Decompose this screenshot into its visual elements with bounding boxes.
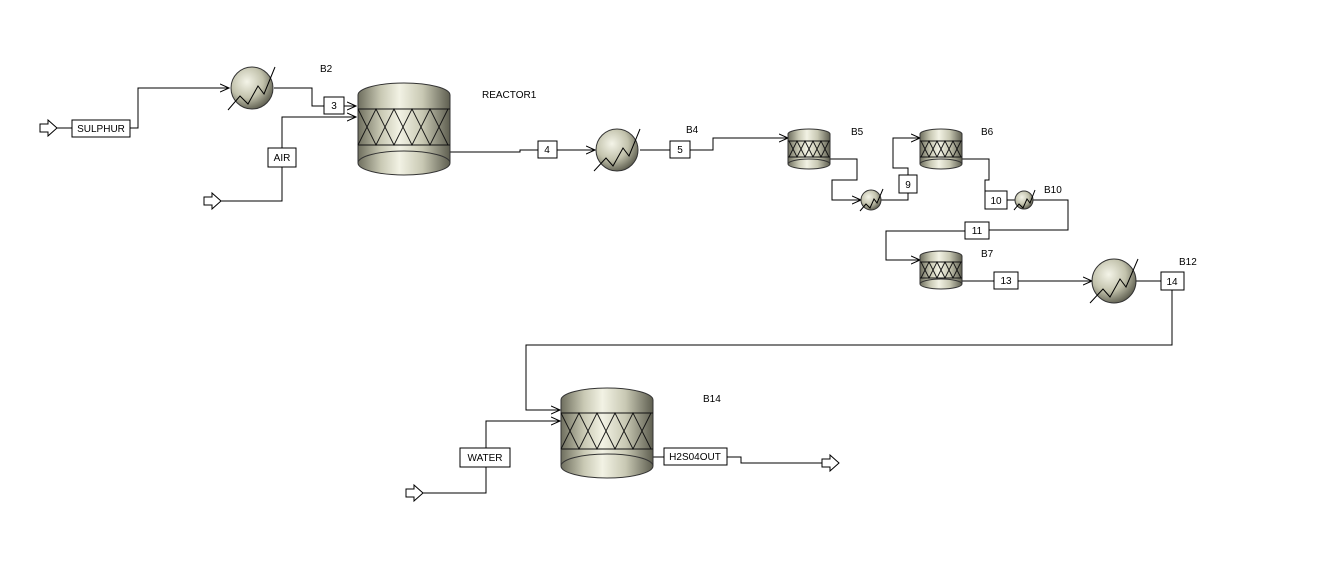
block-label-b5: B5 xyxy=(851,127,864,138)
stream-line-11-b[interactable] xyxy=(885,230,965,260)
reactor-b7-icon[interactable] xyxy=(919,250,963,290)
block-label-b12: B12 xyxy=(1179,257,1197,268)
svg-text:13: 13 xyxy=(1000,276,1012,287)
svg-text:H2S04OUT: H2S04OUT xyxy=(669,452,721,463)
feed-arrow-water[interactable] xyxy=(405,483,424,503)
stream-tag-3[interactable]: 3 xyxy=(323,96,345,115)
heater-b10-icon[interactable] xyxy=(1013,189,1036,211)
block-label-reactor1: REACTOR1 xyxy=(482,90,537,101)
feed-arrow-air[interactable] xyxy=(203,191,222,211)
svg-text:5: 5 xyxy=(677,145,683,156)
stream-line-water-b[interactable] xyxy=(485,421,560,448)
svg-text:10: 10 xyxy=(990,196,1002,207)
svg-text:WATER: WATER xyxy=(468,453,503,464)
stream-line-b5-out[interactable] xyxy=(830,158,861,200)
block-label-b14: B14 xyxy=(703,394,721,405)
reactor-b5-icon[interactable] xyxy=(787,128,831,170)
stream-line-air-b[interactable] xyxy=(281,117,356,148)
svg-text:11: 11 xyxy=(972,226,983,237)
heater-b4-icon[interactable] xyxy=(593,128,641,172)
stream-tag-11[interactable]: 11 xyxy=(964,221,990,240)
stream-line-water-a[interactable] xyxy=(423,467,487,494)
svg-text:SULPHUR: SULPHUR xyxy=(77,124,125,135)
stream-tag-h2so4out[interactable]: H2S04OUT xyxy=(663,447,728,466)
svg-text:9: 9 xyxy=(905,180,911,191)
stream-tag-9[interactable]: 9 xyxy=(898,174,918,194)
stream-line-9-a[interactable] xyxy=(881,193,909,201)
stream-tag-10[interactable]: 10 xyxy=(984,190,1008,210)
stream-line-3-a[interactable] xyxy=(274,87,324,107)
heater-b2-icon[interactable] xyxy=(227,66,276,111)
stream-tag-14[interactable]: 14 xyxy=(1160,271,1185,291)
block-label-b6: B6 xyxy=(981,127,994,138)
stream-tag-4[interactable]: 4 xyxy=(537,140,558,159)
stream-line-14-b[interactable] xyxy=(525,290,1173,410)
stream-tag-air[interactable]: AIR xyxy=(267,147,297,168)
reactor-reactor1-icon[interactable] xyxy=(357,82,451,176)
block-label-b2: B2 xyxy=(320,64,333,75)
stream-tag-sulphur[interactable]: SULPHUR xyxy=(71,119,131,138)
reactor-b14-icon[interactable] xyxy=(560,387,654,479)
svg-text:3: 3 xyxy=(331,101,337,112)
heater-unlabeled-icon[interactable] xyxy=(859,188,884,212)
heater-b12-icon[interactable] xyxy=(1089,258,1139,304)
stream-line-h2so4-b[interactable] xyxy=(727,456,822,464)
product-arrow-h2so4out[interactable] xyxy=(821,453,840,473)
block-label-b10: B10 xyxy=(1044,185,1062,196)
stream-line-5-b[interactable] xyxy=(690,138,788,151)
stream-tag-13[interactable]: 13 xyxy=(993,271,1019,290)
block-label-b7: B7 xyxy=(981,249,994,260)
stream-line-9-b[interactable] xyxy=(892,138,920,175)
stream-line-air-a[interactable] xyxy=(221,167,283,202)
stream-line-10-a[interactable] xyxy=(961,158,990,191)
stream-line-sulphur-b[interactable] xyxy=(130,88,229,129)
svg-text:4: 4 xyxy=(544,145,550,156)
stream-tag-5[interactable]: 5 xyxy=(669,140,691,159)
svg-text:14: 14 xyxy=(1166,277,1178,288)
stream-line-11-a[interactable] xyxy=(989,199,1069,231)
svg-text:AIR: AIR xyxy=(274,153,291,164)
stream-tag-water[interactable]: WATER xyxy=(459,447,511,468)
stream-line-4-a[interactable] xyxy=(450,149,538,153)
feed-arrow-sulphur[interactable] xyxy=(39,118,58,138)
reactor-b6-icon[interactable] xyxy=(919,128,963,170)
block-label-b4: B4 xyxy=(686,125,699,136)
